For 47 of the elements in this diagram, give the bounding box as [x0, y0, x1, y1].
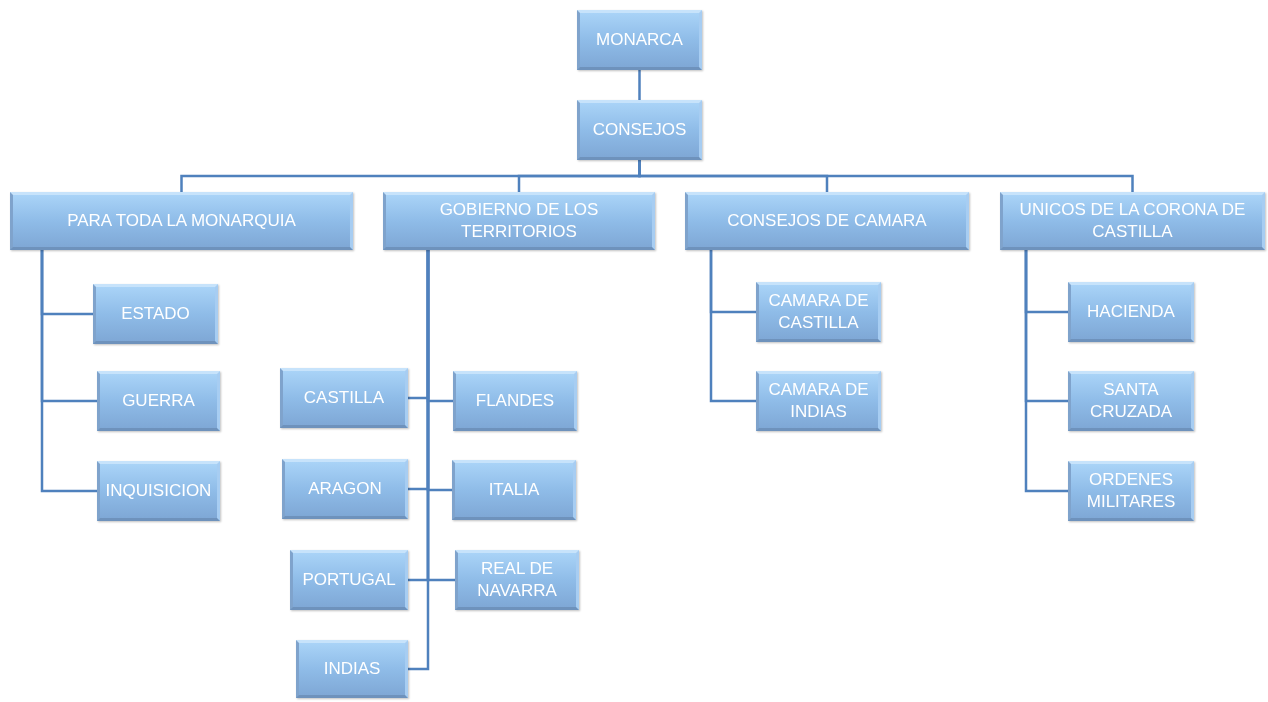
- bevel-box: [577, 100, 702, 160]
- bevel-box: [452, 460, 576, 520]
- connector-line: [709, 250, 756, 403]
- box-label: CAMARA DE INDIAS: [767, 379, 870, 423]
- box-label: ARAGON: [308, 478, 382, 500]
- box-label: REAL DE NAVARRA: [476, 558, 558, 602]
- box-label: INDIAS: [323, 658, 381, 680]
- box-label: UNICOS DE LA CORONA DE CASTILLA: [1018, 199, 1247, 243]
- box-label: ORDENES MILITARES: [1085, 469, 1177, 513]
- bevel-box: [282, 459, 408, 519]
- box-label: CASTILLA: [303, 387, 385, 409]
- connector-line: [1024, 250, 1068, 493]
- bevel-box: [685, 192, 969, 250]
- bevel-box: [1068, 282, 1194, 342]
- box-label: GUERRA: [122, 390, 195, 412]
- box-label: CAMARA DE CASTILLA: [767, 290, 870, 334]
- bevel-box: [1068, 371, 1194, 431]
- bevel-box: [756, 371, 881, 431]
- bevel-box: [97, 461, 220, 521]
- box-label: PORTUGAL: [302, 569, 396, 591]
- bevel-box: [383, 192, 655, 250]
- box-label: CONSEJOS DE CAMARA: [727, 210, 927, 232]
- box-label: GOBIERNO DE LOS TERRITORIOS: [438, 199, 600, 243]
- bevel-box: [577, 10, 702, 70]
- bevel-box: [280, 368, 408, 428]
- box-label: HACIENDA: [1087, 301, 1175, 323]
- bevel-box: [453, 371, 577, 431]
- bevel-box: [455, 550, 579, 610]
- connector-line: [638, 70, 641, 100]
- bevel-box: [97, 371, 220, 431]
- box-label: ESTADO: [121, 303, 190, 325]
- bevel-box: [93, 284, 218, 344]
- box-label: MONARCA: [596, 29, 683, 51]
- bevel-box: [1000, 192, 1265, 250]
- bevel-box: [1068, 461, 1194, 521]
- box-label: SANTA CRUZADA: [1088, 379, 1174, 423]
- bevel-box: [756, 282, 881, 342]
- box-label: FLANDES: [475, 390, 555, 412]
- bevel-box: [296, 640, 408, 698]
- bevel-box: [290, 550, 408, 610]
- connector-line: [408, 250, 430, 671]
- box-label: CONSEJOS: [592, 119, 687, 141]
- box-label: INQUISICION: [105, 480, 212, 502]
- bevel-box: [10, 192, 353, 250]
- box-label: ITALIA: [488, 479, 540, 501]
- connector-line: [40, 250, 97, 493]
- box-label: PARA TODA LA MONARQUIA: [67, 210, 296, 232]
